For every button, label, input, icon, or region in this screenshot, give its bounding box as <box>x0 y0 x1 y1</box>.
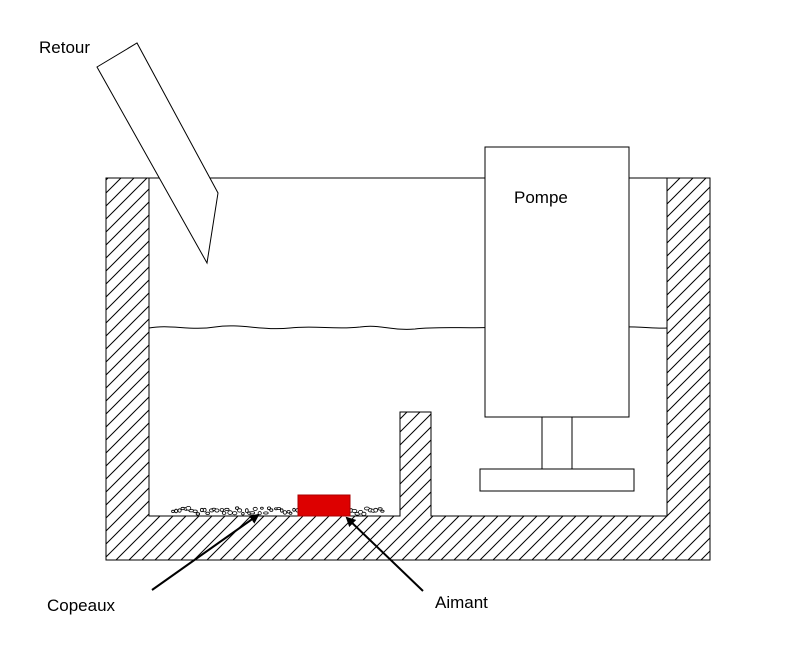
chip <box>351 508 358 513</box>
chip <box>177 508 182 513</box>
chip <box>280 508 284 513</box>
chip <box>260 506 264 510</box>
chip <box>185 505 192 511</box>
return-pipe <box>96 42 219 265</box>
chip <box>227 510 233 515</box>
chip <box>257 511 262 516</box>
chip <box>252 506 258 511</box>
chip <box>245 508 249 513</box>
chip <box>373 507 379 513</box>
magnet <box>297 494 351 517</box>
chip <box>292 507 296 512</box>
chip <box>361 511 367 517</box>
pump-base <box>479 468 635 492</box>
chip <box>288 511 293 515</box>
chip <box>171 509 175 513</box>
chip <box>195 512 201 516</box>
chip <box>221 511 227 515</box>
pump-body <box>484 146 630 418</box>
chip <box>276 506 281 510</box>
chip <box>237 508 243 513</box>
chip <box>214 508 220 513</box>
chip <box>282 510 287 515</box>
chip <box>192 509 198 513</box>
chip <box>224 507 230 511</box>
chip <box>174 508 178 514</box>
chip <box>232 511 238 516</box>
chip <box>269 508 274 512</box>
label-copeaux: Copeaux <box>47 596 116 615</box>
chip <box>263 511 269 515</box>
label-retour: Retour <box>39 38 90 57</box>
metal-chips <box>171 505 385 517</box>
label-aimant: Aimant <box>435 593 488 612</box>
chip <box>219 508 225 512</box>
chip <box>249 511 256 515</box>
pump-shaft <box>541 416 573 470</box>
chip <box>241 512 245 516</box>
chip <box>380 509 385 513</box>
aimant-arrow <box>345 516 424 592</box>
chip <box>202 507 207 513</box>
copeaux-arrow <box>151 513 260 591</box>
label-pompe: Pompe <box>514 188 568 207</box>
tank-wall <box>105 177 711 561</box>
chip <box>377 507 383 511</box>
chip <box>205 511 211 515</box>
